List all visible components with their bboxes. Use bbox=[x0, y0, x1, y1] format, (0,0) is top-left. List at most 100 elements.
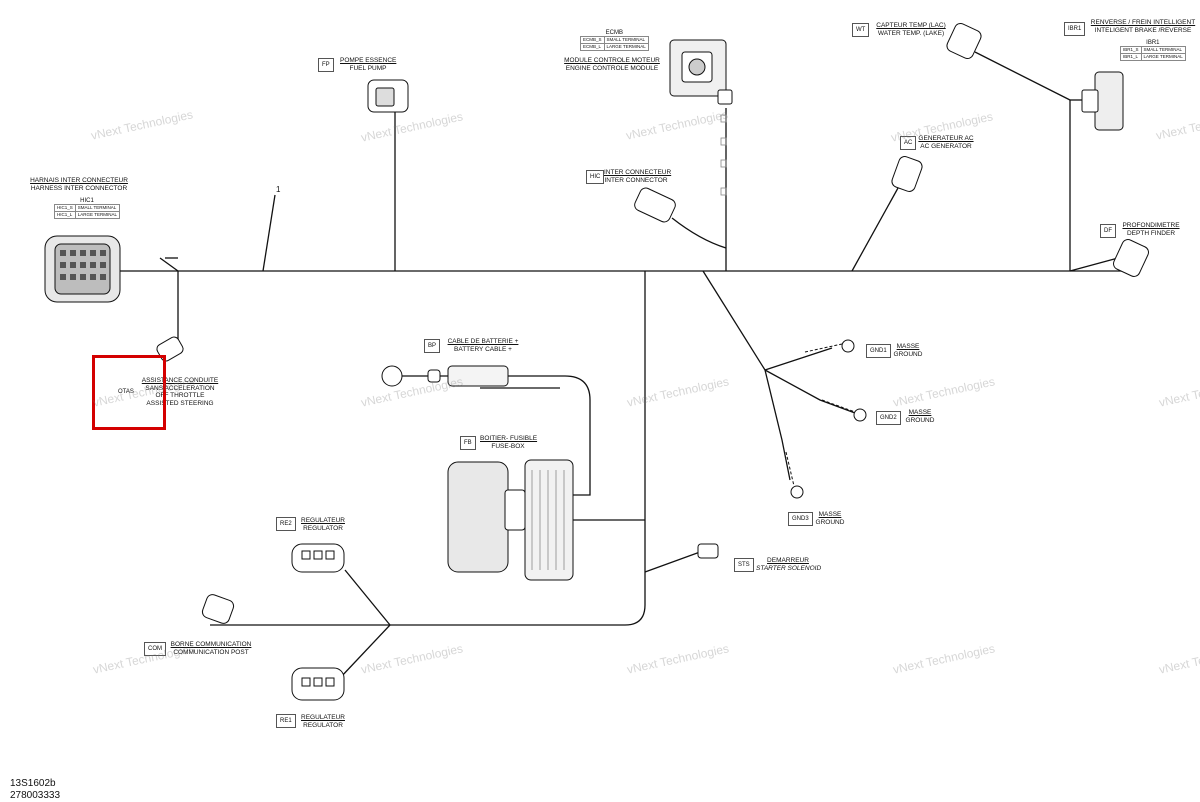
gnd1-code: GND1 bbox=[866, 344, 891, 358]
bp-label-en: BATTERY CABLE + bbox=[454, 345, 512, 353]
gnd3-code: GND3 bbox=[788, 512, 813, 526]
sts-connector-shape bbox=[697, 543, 719, 559]
hic-branch-diagonal bbox=[159, 257, 179, 272]
re2-label-fr: REGULATEUR bbox=[301, 517, 345, 524]
gnd1-label: MASSE GROUND bbox=[890, 343, 926, 358]
com-label-fr: BORNE COMMUNICATION bbox=[170, 641, 252, 648]
ac-label-en: AC GENERATOR bbox=[920, 142, 972, 150]
bp-code: BP bbox=[424, 339, 441, 353]
table-cell: HIC1_L bbox=[54, 211, 76, 219]
gnd1-wire bbox=[764, 347, 833, 371]
com-label-en: COMMUNICATION POST bbox=[173, 648, 249, 656]
gnd2-terminal-shape bbox=[821, 399, 867, 422]
gnd1-label-fr: MASSE bbox=[896, 343, 920, 350]
ecm-wire-marks bbox=[720, 114, 727, 196]
hic-title: HARNAIS INTER CONNECTEUR HARNESS INTER C… bbox=[30, 177, 128, 192]
df-label: PROFONDIMETRE DEPTH FINDER bbox=[1122, 222, 1180, 237]
hic2-label-fr: INTER CONNECTEUR bbox=[604, 169, 672, 176]
gnd3-terminal-shape bbox=[785, 451, 804, 499]
table-cell: SMALL TERMINAL bbox=[74, 204, 120, 212]
sts-code: STS bbox=[734, 558, 754, 572]
table-cell: SMALL TERMINAL bbox=[603, 36, 649, 44]
com-connector-shape bbox=[201, 594, 235, 624]
doc-id: 13S1602b bbox=[10, 778, 56, 789]
otas-label-line: SANS ACCELERATION bbox=[145, 384, 215, 392]
re2-label-en: REGULATOR bbox=[303, 524, 343, 532]
otas-label-line: ASSISTED STEERING bbox=[146, 399, 214, 407]
branch-number: 1 bbox=[276, 185, 281, 194]
table-cell: HIC1_S bbox=[54, 204, 76, 212]
hic2-code: HIC bbox=[586, 170, 605, 184]
ac-code: AC bbox=[900, 136, 917, 150]
gnd3-label: MASSE GROUND bbox=[812, 511, 848, 526]
table-cell: ECMB_L bbox=[580, 43, 605, 51]
gnd2-label: MASSE GROUND bbox=[902, 409, 938, 424]
otas-wire bbox=[171, 271, 179, 349]
sts-label: DEMARREUR STARTER SOLENOID bbox=[756, 557, 822, 572]
re2-connector-shape bbox=[291, 543, 345, 573]
gnd2-label-fr: MASSE bbox=[908, 409, 932, 416]
table-cell: IBR1_S bbox=[1120, 46, 1142, 54]
df-connector-shape bbox=[1113, 239, 1149, 277]
sts-label-fr: DEMARREUR bbox=[767, 557, 809, 564]
gnd3-label-fr: MASSE bbox=[818, 511, 842, 518]
fp-code: FP bbox=[318, 58, 334, 72]
doc-id: 278003333 bbox=[10, 790, 61, 801]
ecmb-label-fr: MODULE CONTROLE MOTEUR bbox=[564, 57, 660, 64]
re2-code: RE2 bbox=[276, 517, 296, 531]
re1-label-fr: REGULATEUR bbox=[301, 714, 345, 721]
df-label-en: DEPTH FINDER bbox=[1126, 229, 1176, 237]
com-label: BORNE COMMUNICATION COMMUNICATION POST bbox=[168, 641, 254, 656]
fb-label-en: FUSE-BOX bbox=[491, 442, 525, 450]
otas-label-line: ASSISTANCE CONDUITE bbox=[141, 377, 219, 384]
fuse-box-shape bbox=[447, 459, 574, 581]
table-cell: SMALL TERMINAL bbox=[1140, 46, 1186, 54]
branch-1-leader bbox=[262, 194, 276, 272]
ecm-module-shape bbox=[669, 39, 733, 105]
gnd2-wire bbox=[764, 369, 856, 414]
ac-wire bbox=[851, 187, 899, 272]
wt-connector-shape bbox=[946, 22, 982, 60]
hic-title-fr: HARNAIS INTER CONNECTEUR bbox=[30, 177, 128, 184]
df-wire bbox=[1069, 257, 1119, 272]
re1-code: RE1 bbox=[276, 714, 296, 728]
gnd3-wire bbox=[764, 369, 791, 481]
re1-wire bbox=[339, 624, 391, 679]
battery-terminal-shape bbox=[381, 365, 509, 387]
highlight-box bbox=[92, 355, 166, 430]
fp-connector-shape bbox=[367, 79, 409, 113]
re2-label: REGULATEUR REGULATOR bbox=[298, 517, 348, 532]
fp-label: POMPE ESSENCE FUEL PUMP bbox=[340, 57, 396, 72]
ibr-label-fr: RENVERSE / FREIN INTELLIGENT bbox=[1090, 19, 1196, 26]
sts-label-en: STARTER SOLENOID bbox=[756, 564, 822, 572]
ibr-table-title: IBR1 bbox=[1146, 40, 1160, 46]
table-cell: LARGE TERMINAL bbox=[74, 211, 120, 219]
hic2-label: INTER CONNECTEUR INTER CONNECTOR bbox=[604, 169, 672, 184]
re2-wire bbox=[344, 569, 391, 626]
bp-label-fr: CABLE DE BATTERIE + bbox=[447, 338, 519, 345]
ibr-label-en: INTELIGENT BRAKE /REVERSE bbox=[1094, 26, 1192, 34]
gnd3-label-en: GROUND bbox=[815, 518, 845, 526]
gnd1-label-en: GROUND bbox=[893, 350, 923, 358]
re1-label: REGULATEUR REGULATOR bbox=[298, 714, 348, 729]
re1-connector-shape bbox=[291, 667, 345, 701]
otas-label: ASSISTANCE CONDUITE SANS ACCELERATION OF… bbox=[140, 377, 220, 407]
ac-connector-shape bbox=[891, 156, 923, 192]
otas-code: OTAS bbox=[118, 389, 134, 395]
hic2-wire bbox=[671, 217, 727, 249]
com-code: COM bbox=[144, 642, 166, 656]
table-cell: LARGE TERMINAL bbox=[1140, 53, 1186, 61]
fb-code: FB bbox=[460, 436, 476, 450]
lower-trunk bbox=[390, 271, 646, 626]
ibr-code: IBR1 bbox=[1064, 22, 1086, 36]
ecmb-label: MODULE CONTROLE MOTEUR ENGINE CONTROLE M… bbox=[564, 57, 660, 72]
hic-connector-shape bbox=[44, 235, 121, 303]
re1-label-en: REGULATOR bbox=[303, 721, 343, 729]
otas-label-line: OFF THROTTLE bbox=[155, 392, 205, 399]
fb-label: BOITIER- FUSIBLE FUSE-BOX bbox=[480, 435, 537, 450]
battery-cable bbox=[400, 375, 591, 496]
ibr-label: RENVERSE / FREIN INTELLIGENT INTELIGENT … bbox=[1090, 19, 1196, 34]
wt-label-fr: CAPTEUR TEMP (LAC) bbox=[876, 22, 946, 29]
